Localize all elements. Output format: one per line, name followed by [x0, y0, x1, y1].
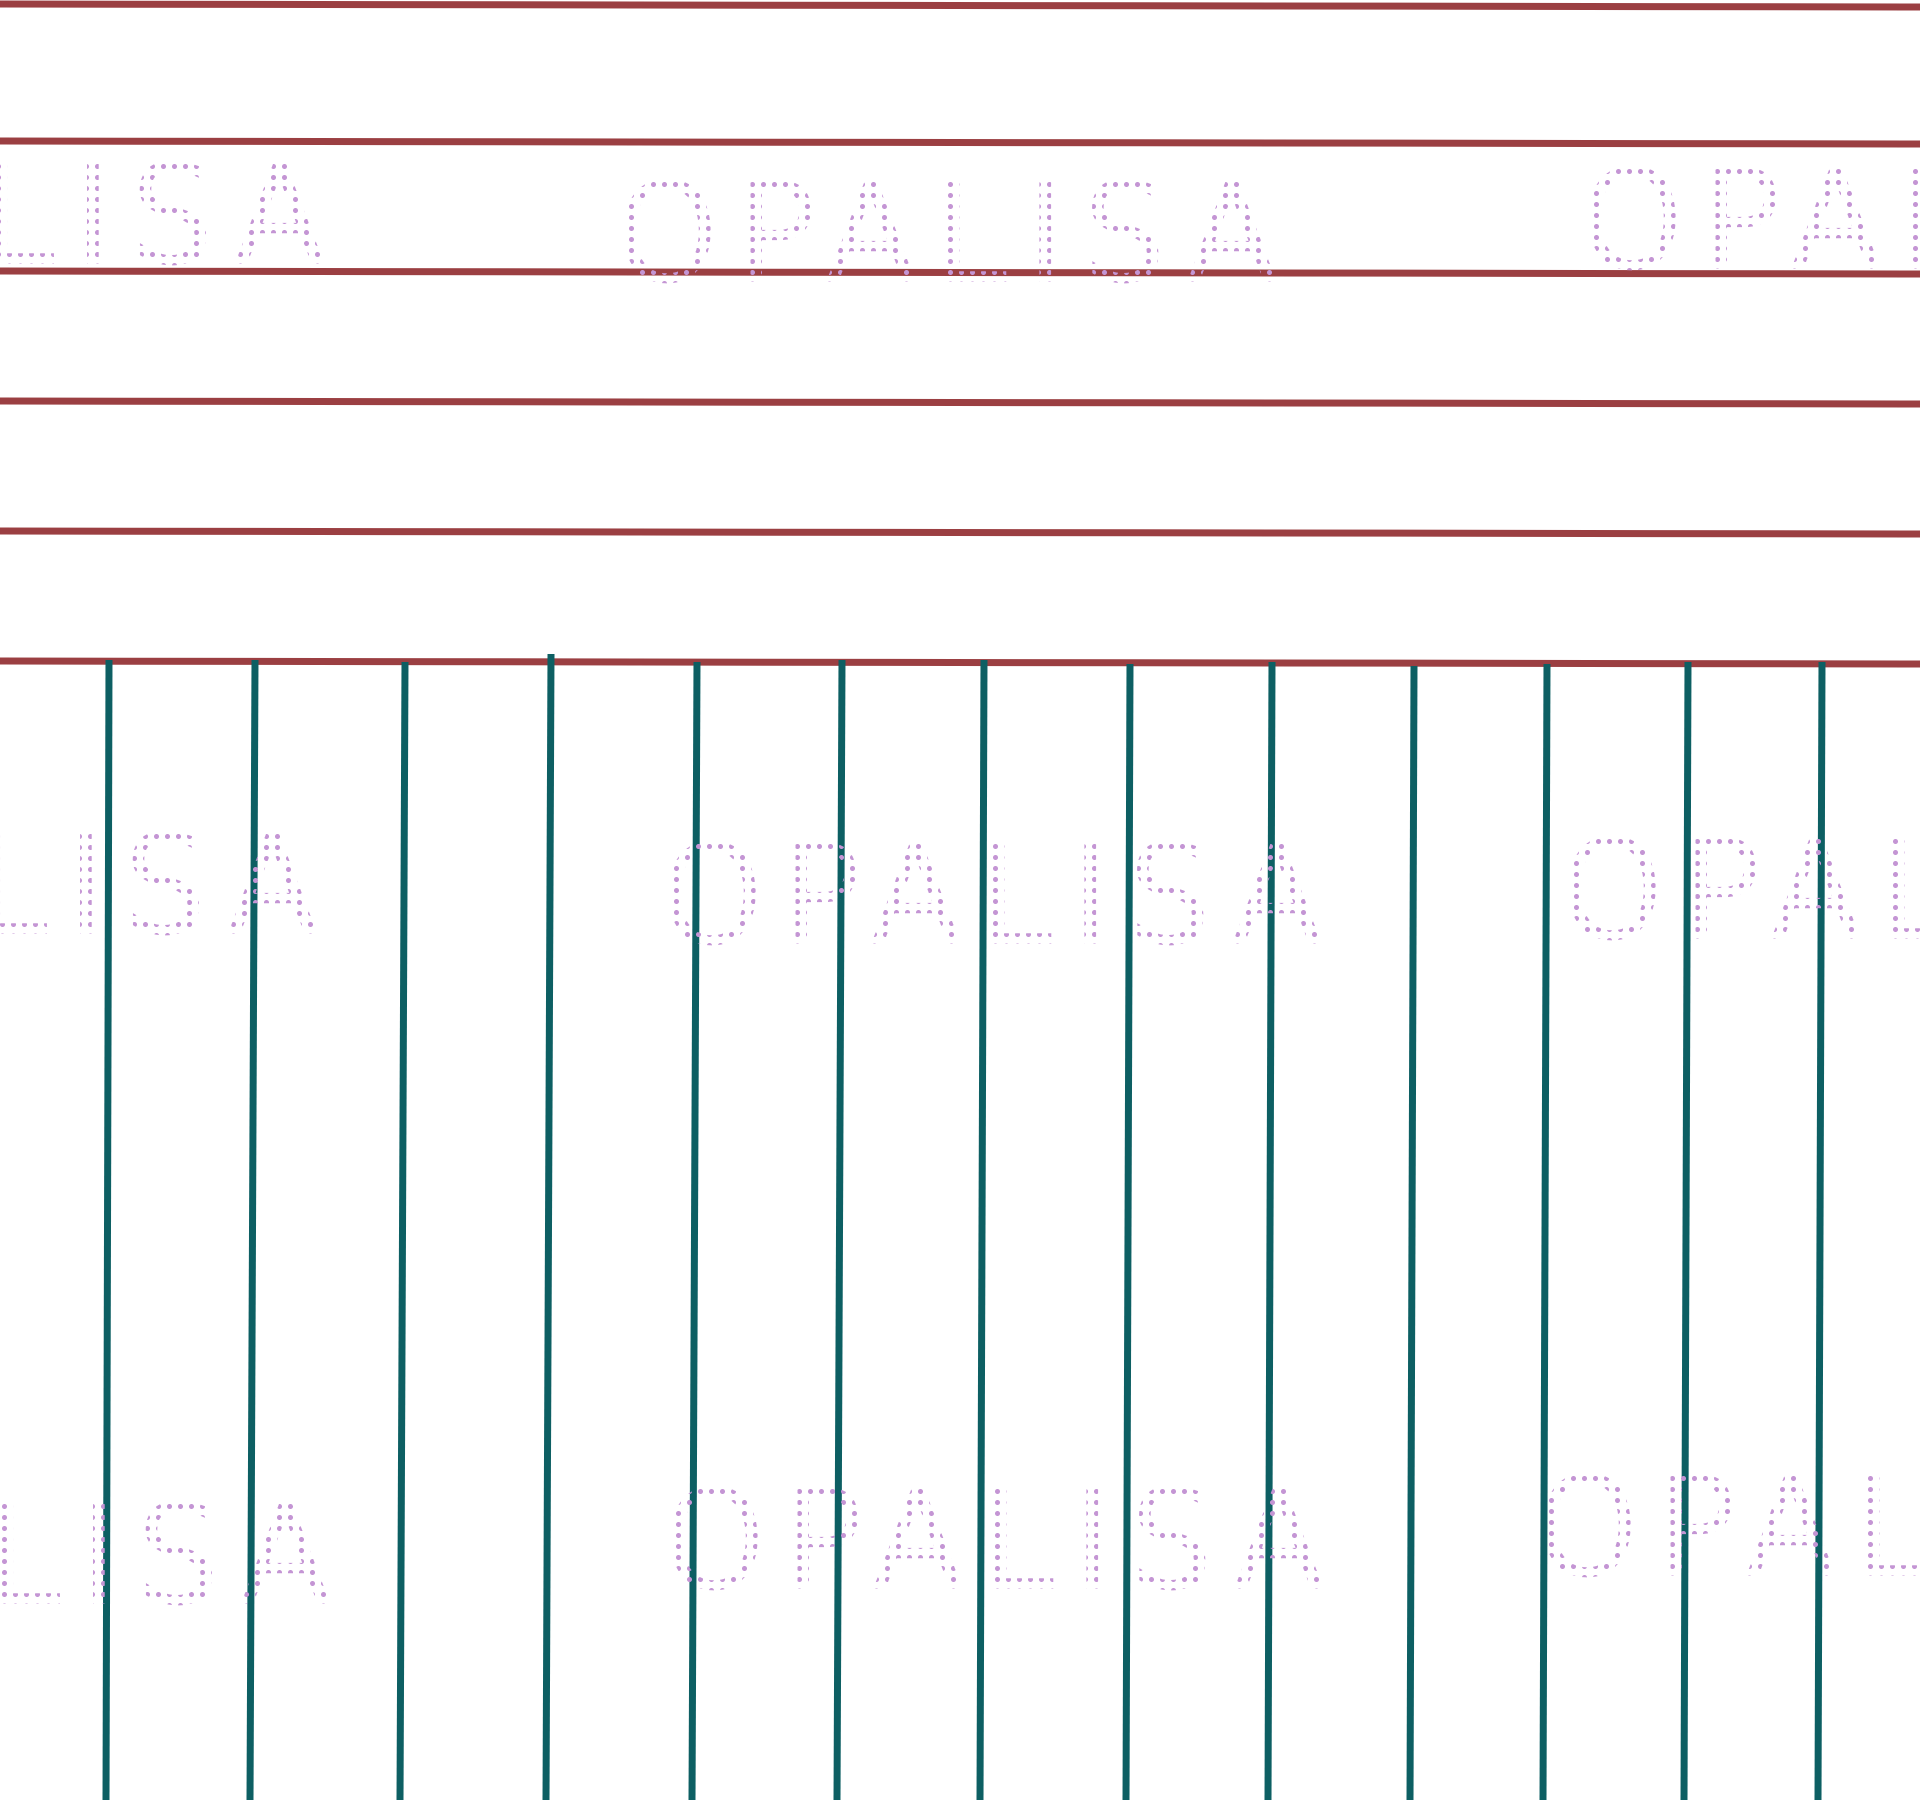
watermark-text: OPALISA	[612, 157, 1296, 311]
vertical-rule	[976, 659, 988, 1800]
vertical-rule	[542, 653, 555, 1800]
vertical-rule	[102, 659, 113, 1800]
watermark-text: OPAL	[1558, 823, 1920, 960]
vertical-rule	[246, 659, 259, 1800]
watermark-text: OPALISA	[657, 819, 1341, 973]
vertical-rule	[1406, 665, 1418, 1800]
vertical-rule	[1680, 661, 1692, 1800]
vertical-rule	[1264, 661, 1276, 1800]
horizontal-rule	[0, 267, 1920, 278]
watermark-text: LISA	[0, 1488, 349, 1625]
vertical-rule	[688, 661, 701, 1800]
vertical-rule	[1814, 661, 1826, 1800]
watermark-text: OPALISA	[659, 1464, 1343, 1618]
watermark-text: OPAL	[1533, 1460, 1920, 1597]
horizontal-rule	[0, 0, 1920, 11]
watermark-text: LISA	[0, 818, 336, 955]
vertical-rule	[396, 661, 409, 1800]
horizontal-rule	[0, 137, 1920, 148]
watermark-text: OPAL	[1578, 153, 1920, 290]
horizontal-rule	[0, 397, 1920, 408]
horizontal-rule	[0, 657, 1920, 668]
vertical-rule	[1539, 663, 1551, 1800]
watermark-text: LISA	[0, 148, 343, 285]
vertical-rule	[833, 659, 846, 1800]
vertical-rule	[1122, 663, 1134, 1800]
horizontal-rule	[0, 527, 1920, 538]
